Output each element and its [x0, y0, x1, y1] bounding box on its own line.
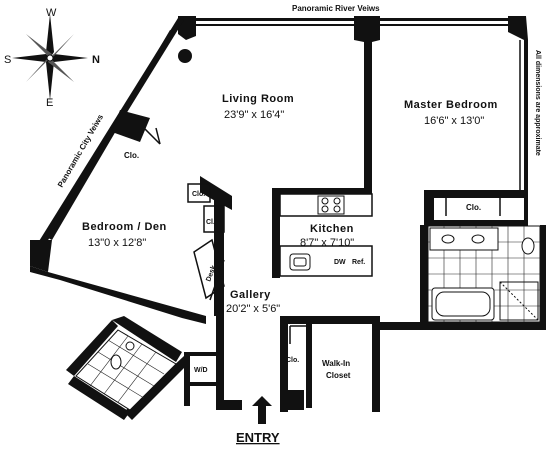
dimensions-note: All dimensions are approximate	[534, 50, 541, 156]
washer-dryer-label: W/D	[194, 367, 208, 374]
refrigerator-label: Ref.	[352, 259, 365, 266]
kitchen-name: Kitchen	[310, 223, 354, 235]
kitchen-sink-icon	[289, 253, 311, 271]
kitchen-dims: 8'7" x 7'10"	[300, 237, 354, 249]
master-bath	[427, 225, 541, 323]
closet-bedroom-diag-label: Clo.	[124, 151, 139, 160]
closet-bedroom-small-label: Cl.	[206, 219, 215, 226]
thin-lines	[135, 40, 521, 344]
master-bedroom-name: Master Bedroom	[404, 99, 498, 111]
entry-arrow-icon	[252, 396, 272, 424]
compass-rose-icon: W S N E	[4, 7, 100, 109]
walk-in-closet-line1: Walk-In	[322, 359, 350, 368]
bedroom-den-name: Bedroom / Den	[82, 221, 167, 233]
dishwasher-label: DW	[334, 259, 346, 266]
bedroom-den-dims: 13"0 x 12'8"	[88, 237, 146, 249]
compass-s: S	[4, 54, 11, 66]
gallery-dims: 20'2" x 5'6"	[226, 303, 280, 315]
closet-bedroom-top-label: Clo.	[192, 191, 205, 198]
closet-gallery-label: Clo.	[286, 357, 299, 364]
compass-w: W	[46, 7, 57, 19]
living-room-name: Living Room	[222, 93, 294, 105]
secondary-bath	[75, 329, 177, 411]
gallery-name: Gallery	[230, 289, 271, 301]
compass-n: N	[92, 54, 100, 66]
master-bedroom-dims: 16'6" x 13'0"	[424, 115, 484, 127]
entry-label: ENTRY	[236, 430, 280, 445]
walk-in-closet-line2: Closet	[326, 371, 351, 380]
compass-e: E	[46, 97, 53, 109]
walls	[30, 16, 546, 420]
living-room-dims: 23'9" x 16'4"	[224, 109, 284, 121]
closet-master-label: Clo.	[466, 203, 481, 212]
river-view-label: Panoramic River Veiws	[292, 4, 380, 13]
stove-icon	[317, 195, 345, 215]
